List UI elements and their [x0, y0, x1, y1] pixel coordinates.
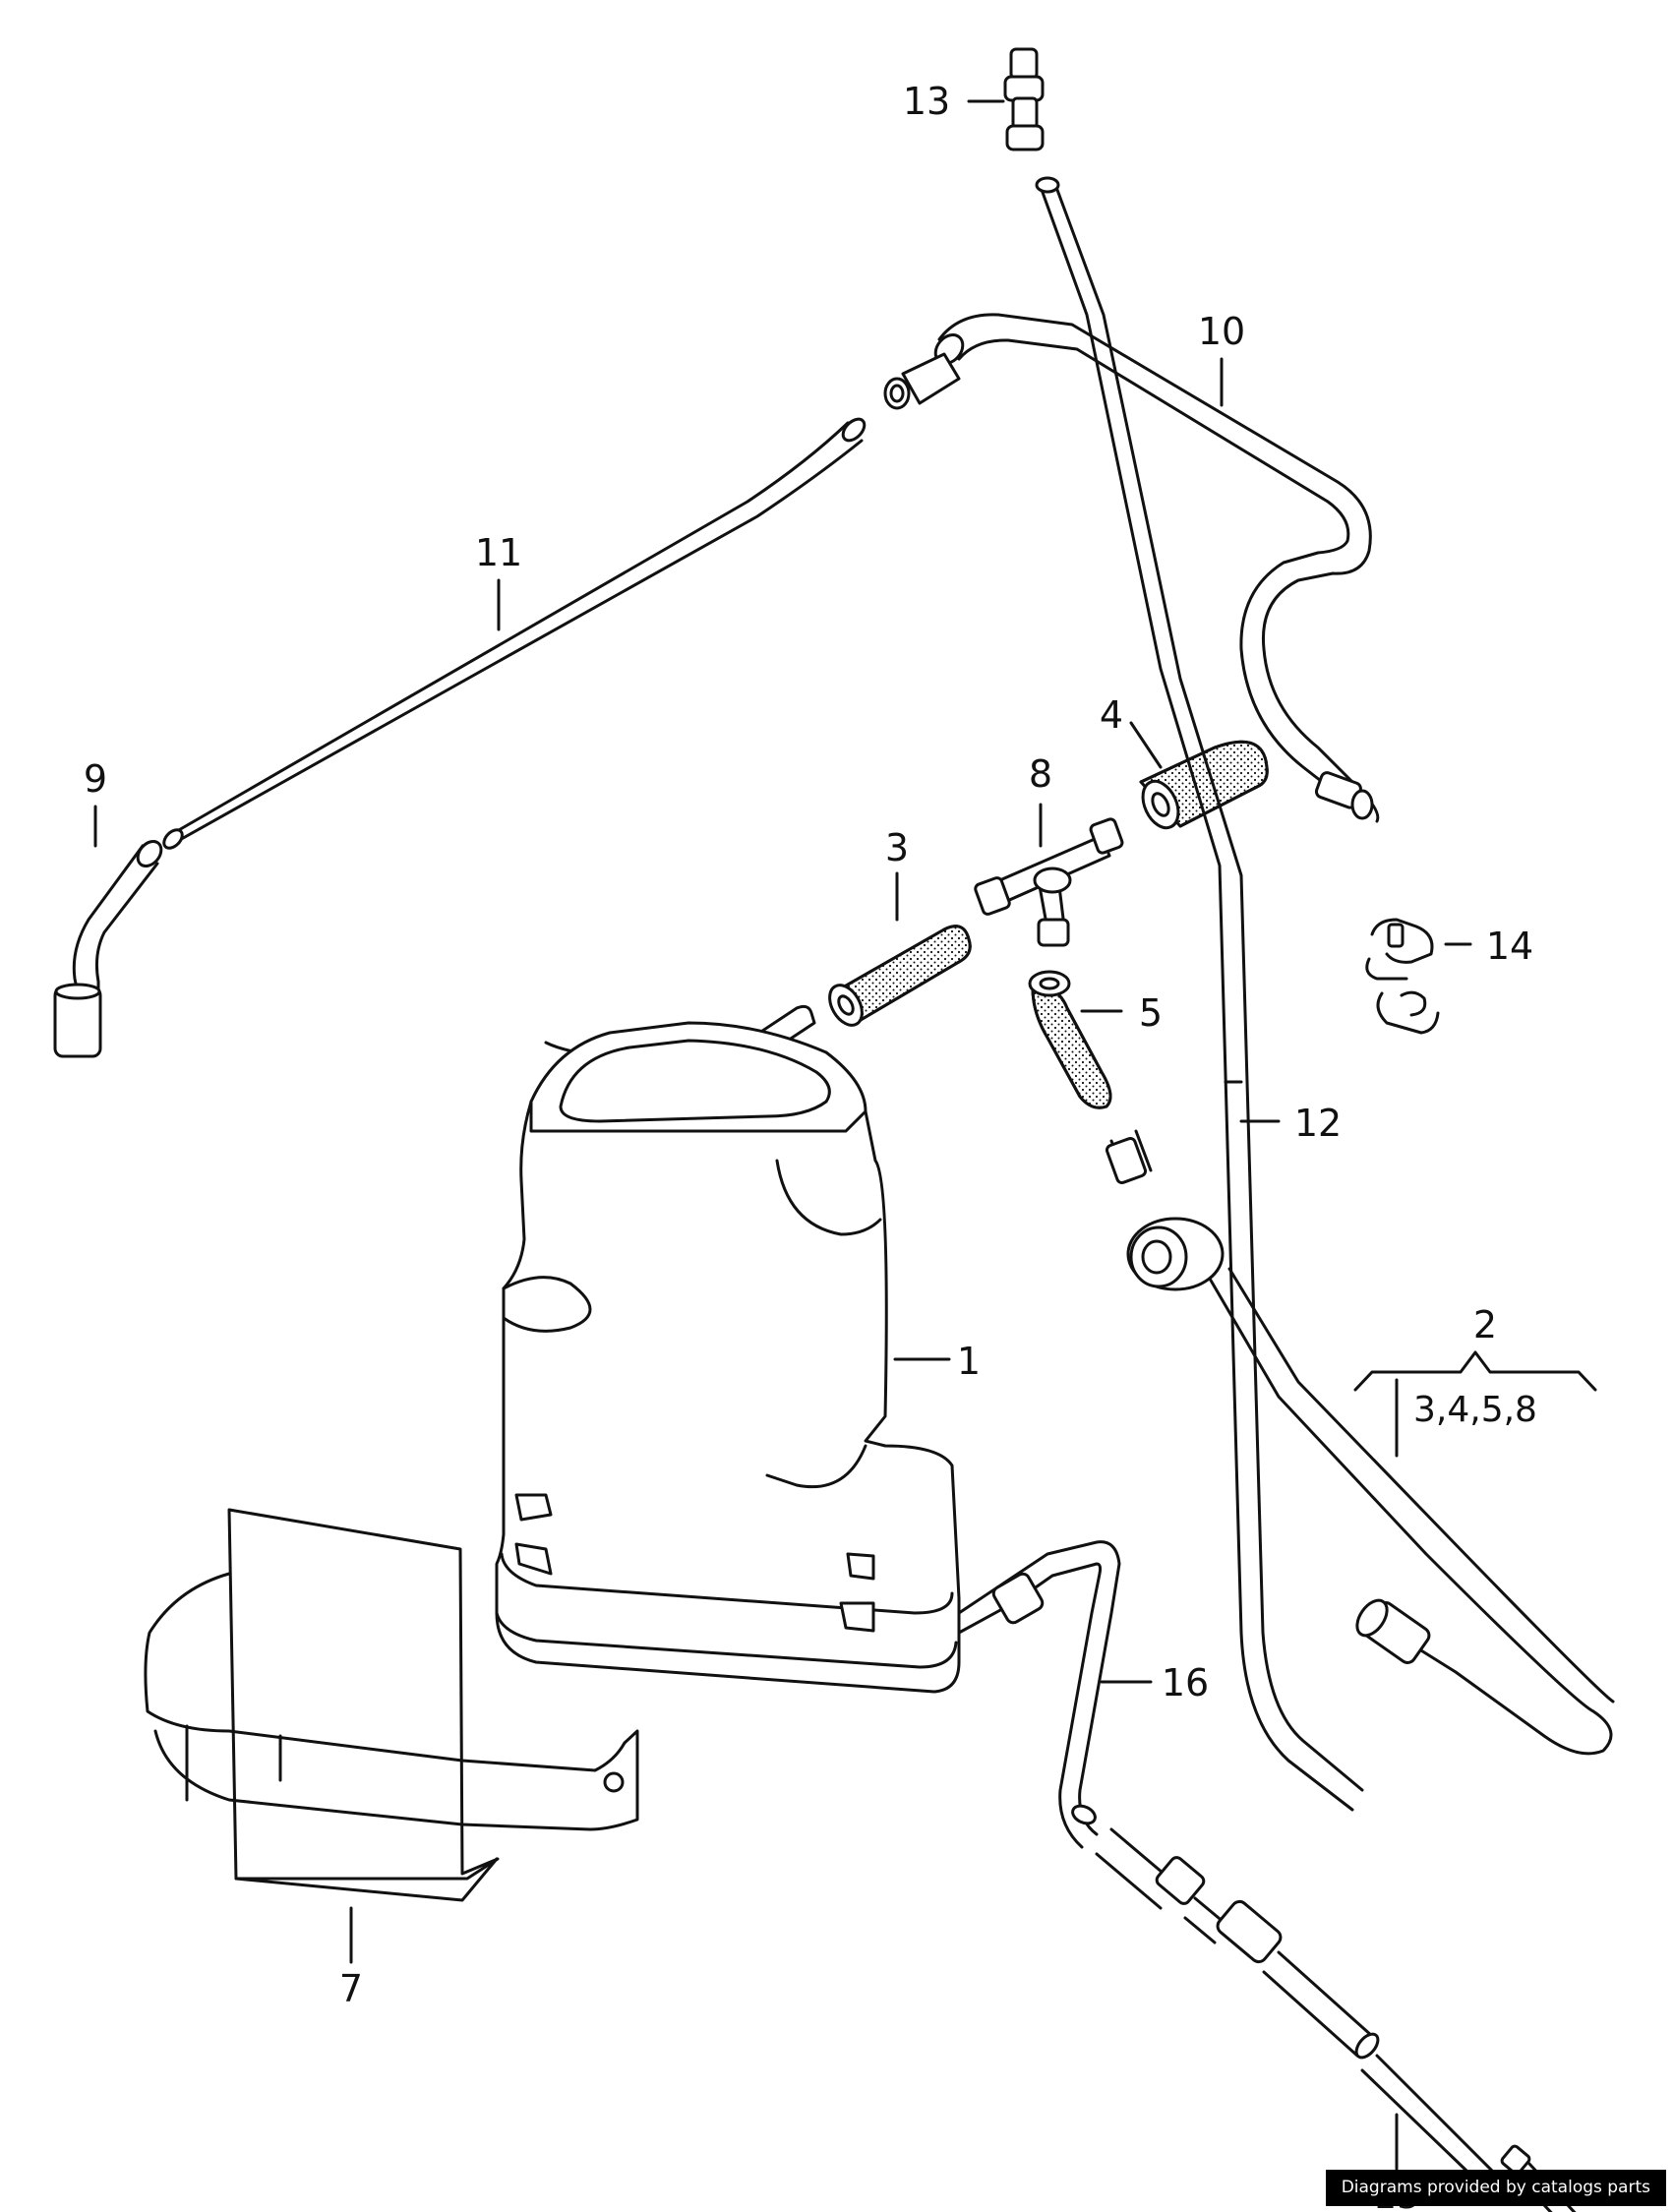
connector-13 — [1003, 47, 1045, 151]
callout-16: 16 — [1162, 1661, 1209, 1704]
callout-2-includes: 3,4,5,8 — [1413, 1390, 1537, 1430]
canister-1 — [495, 1004, 961, 1694]
callout-10: 10 — [1198, 310, 1245, 353]
valve-assembly-2 — [1105, 1129, 1615, 1756]
callout-7: 7 — [339, 1967, 363, 2010]
t-piece-8 — [974, 817, 1124, 947]
hose-10-end-fitting — [883, 352, 961, 410]
hose-15 — [1095, 1827, 1577, 2212]
hose-11 — [167, 421, 864, 848]
elbow-9 — [53, 839, 163, 1058]
hose-10-right-fitting — [1314, 771, 1374, 820]
watermark-caption: Diagrams provided by catalogs parts — [1325, 2170, 1666, 2206]
callout-14: 14 — [1486, 925, 1533, 968]
elbow-hose-4 — [1139, 740, 1269, 830]
callout-4: 4 — [1100, 693, 1123, 737]
callout-3: 3 — [885, 826, 909, 869]
hose-10 — [937, 313, 1380, 823]
bracket-7 — [144, 1508, 639, 1902]
hose-3 — [828, 925, 972, 1027]
callout-9: 9 — [84, 757, 107, 801]
hose-16 — [957, 1540, 1121, 1849]
callout-1: 1 — [957, 1340, 981, 1383]
hose-12 — [1039, 180, 1364, 1812]
hose-5 — [1028, 970, 1112, 1109]
callout-12: 12 — [1294, 1102, 1342, 1145]
callout-13: 13 — [903, 80, 950, 123]
clip-14 — [1365, 918, 1440, 1035]
callout-5: 5 — [1139, 991, 1163, 1035]
callout-8: 8 — [1029, 752, 1052, 796]
callout-2: 2 — [1473, 1303, 1497, 1346]
callout-11: 11 — [475, 531, 522, 574]
